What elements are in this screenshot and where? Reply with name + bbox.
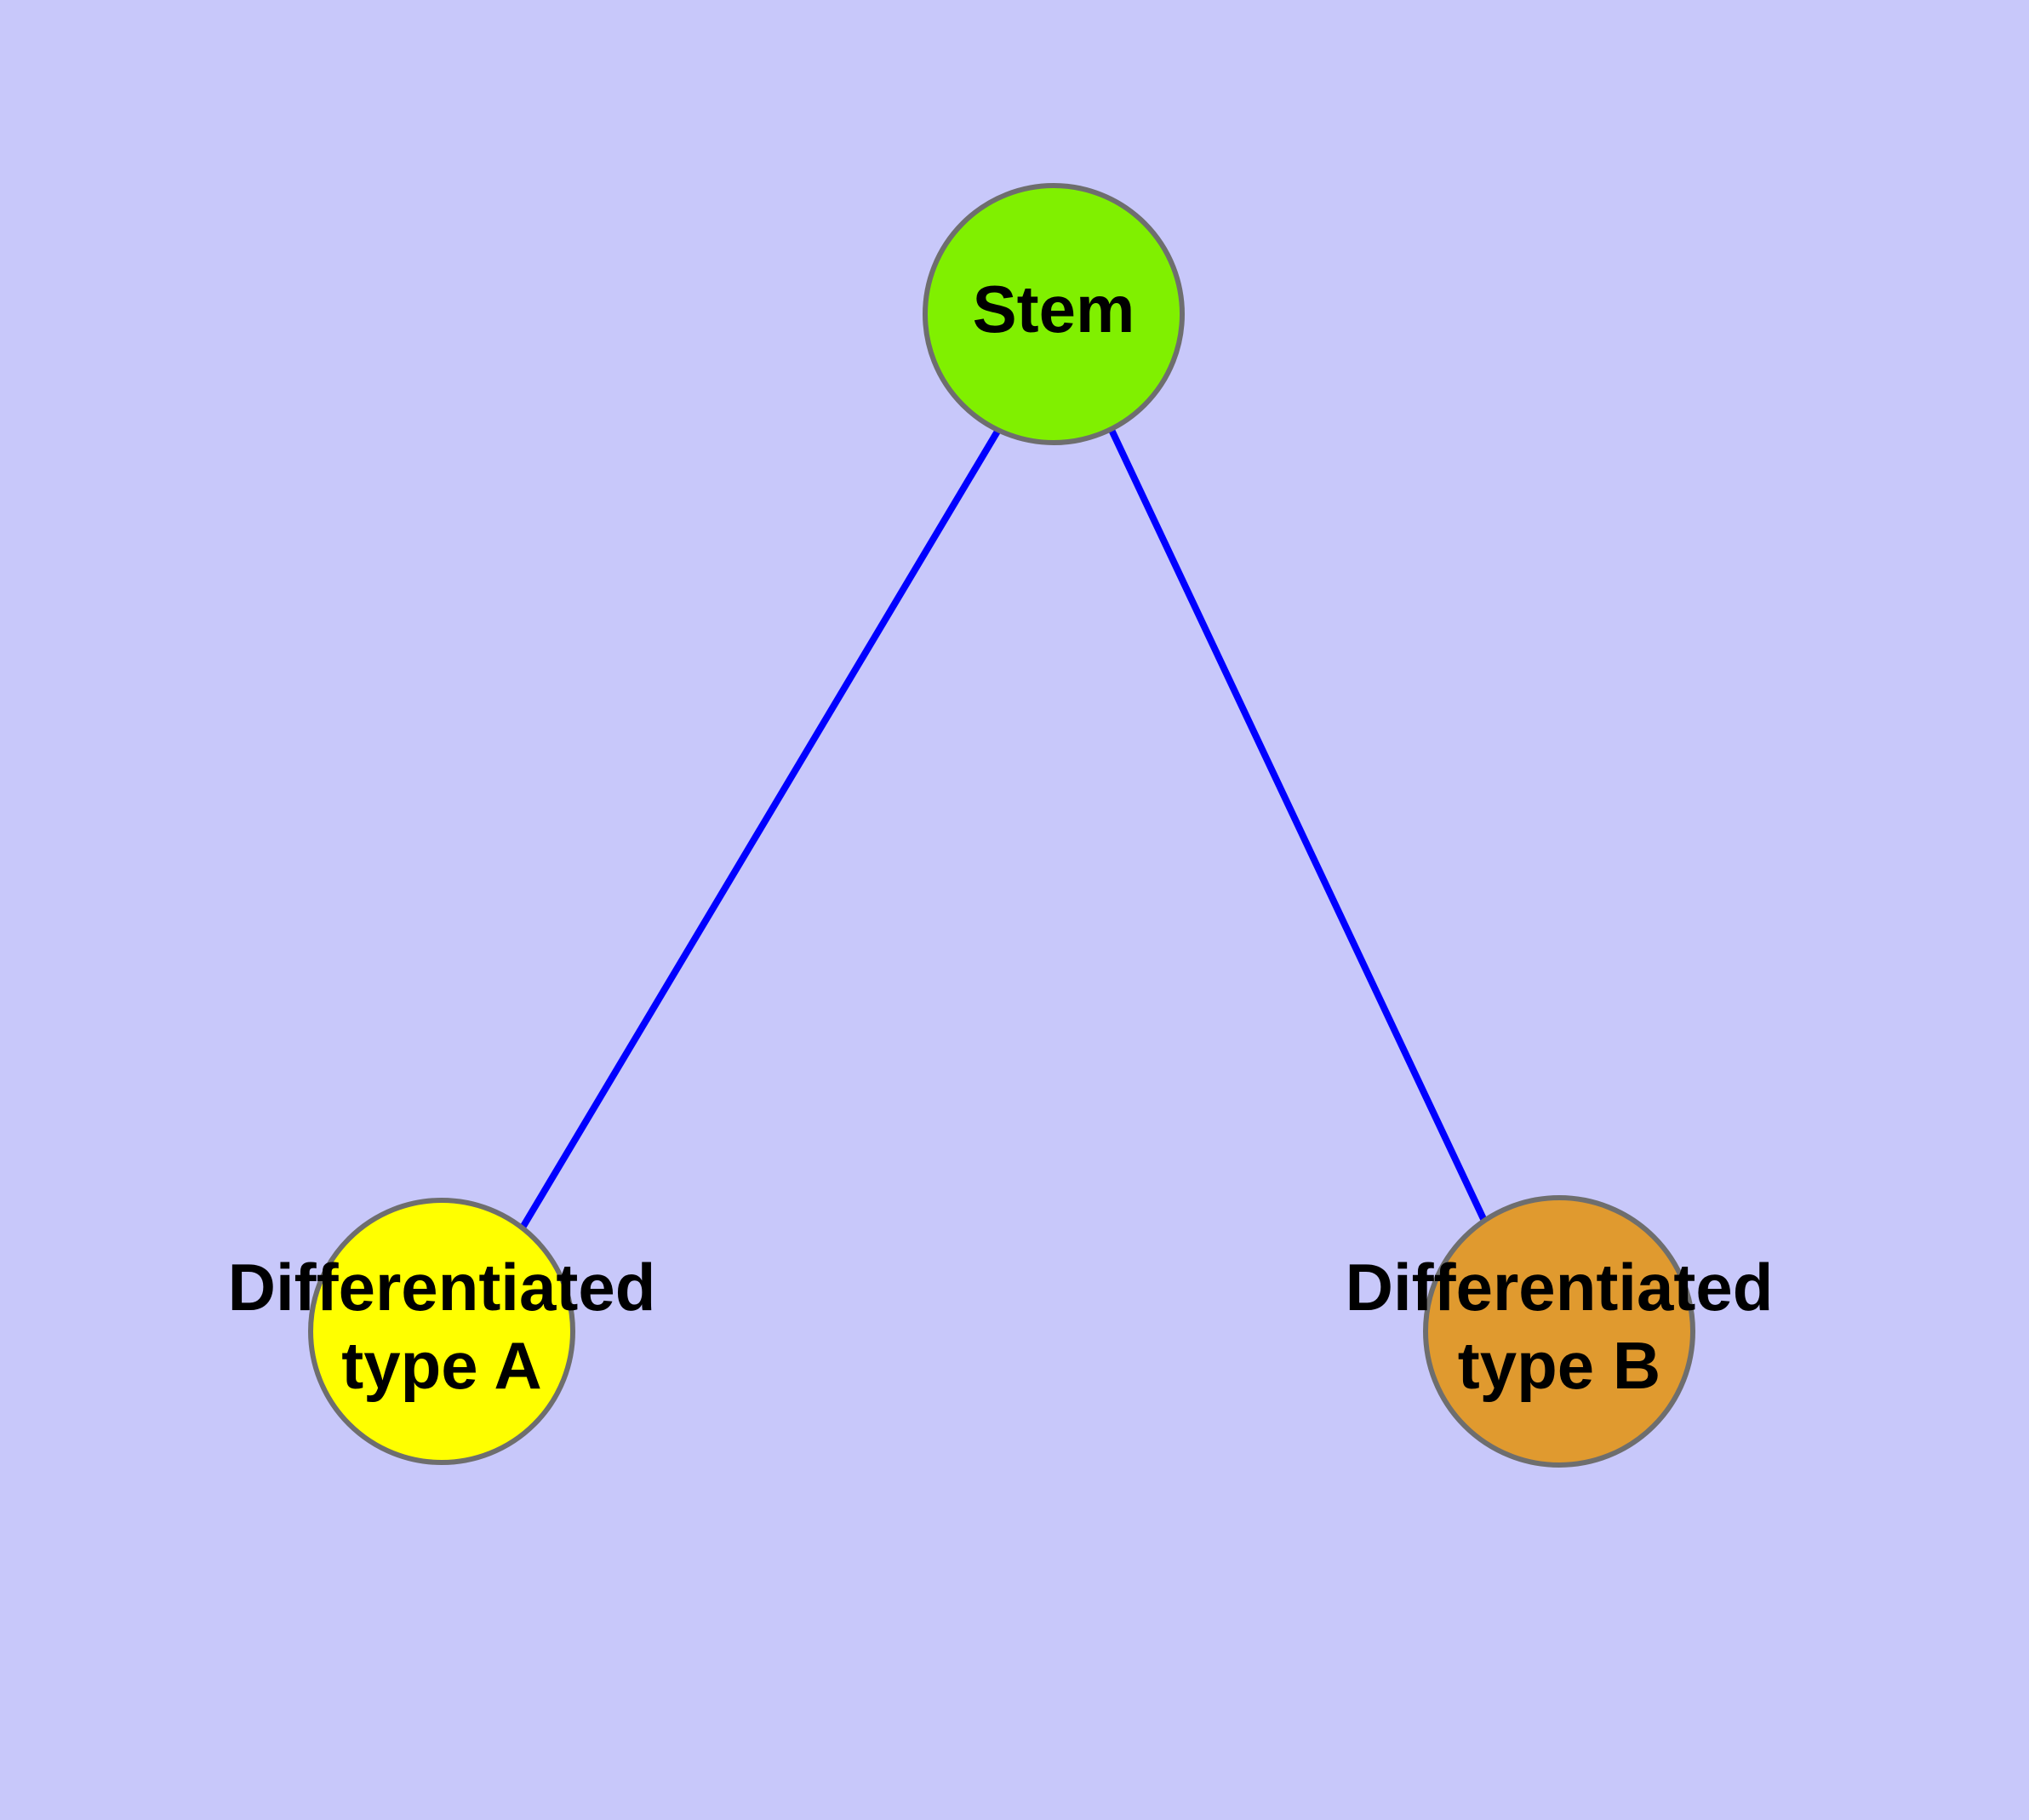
node-stem-label: Stem — [973, 272, 1135, 346]
node-differentiated-type-a[interactable] — [308, 1198, 575, 1465]
node-differentiated-type-b[interactable] — [1423, 1195, 1695, 1468]
node-stem[interactable] — [923, 183, 1185, 445]
node-differentiated-type-b-circle[interactable] — [1423, 1195, 1695, 1468]
node-differentiated-type-a-circle[interactable] — [308, 1198, 575, 1465]
node-stem-circle[interactable] — [923, 183, 1185, 445]
edge-stem-to-differentiated-type-b[interactable] — [1108, 428, 1488, 1222]
edge-stem-to-differentiated-type-a[interactable] — [519, 427, 1002, 1230]
nodes-group — [308, 183, 1695, 1468]
edges-group — [519, 427, 1488, 1230]
